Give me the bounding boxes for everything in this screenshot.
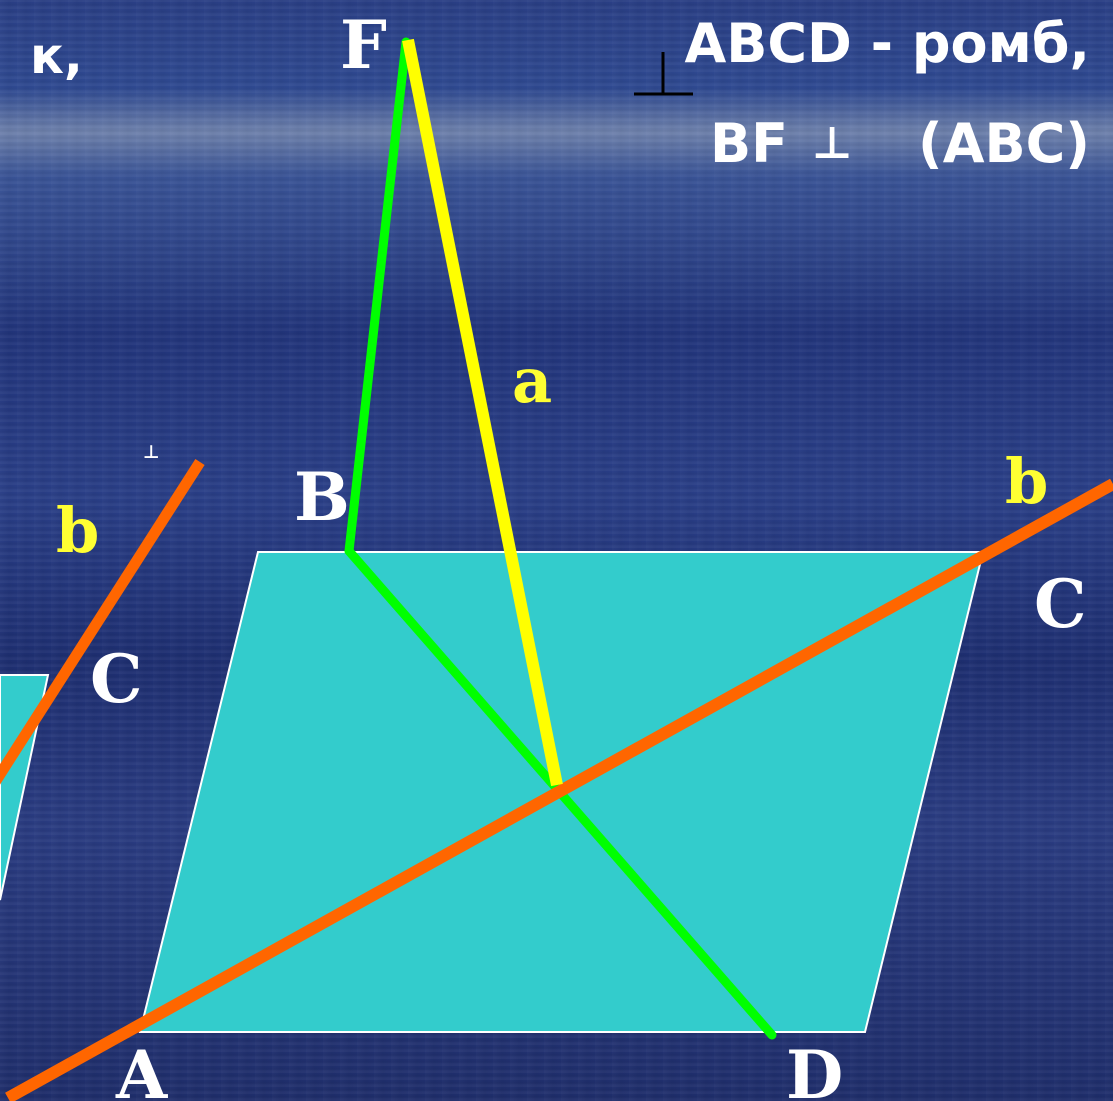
line-b — [5, 478, 1113, 1101]
label-f: F — [340, 6, 387, 84]
header-perp-symbol: ⊥ — [812, 118, 852, 169]
label-b-line-left: b — [56, 494, 99, 567]
left-fragment-text: к, — [30, 27, 83, 85]
left-plane-fragment — [0, 674, 50, 901]
line-a — [402, 38, 563, 787]
label-b-line-right: b — [1005, 445, 1048, 518]
label-c-right: C — [1034, 565, 1087, 643]
header-line-2-suffix: (ABC) — [918, 112, 1090, 175]
label-c-left: C — [90, 640, 143, 718]
left-line-b — [0, 459, 205, 785]
label-d: D — [786, 1036, 843, 1101]
label-a-point: A — [115, 1036, 168, 1101]
segment-fb — [344, 37, 411, 556]
header-line-1: ABCD - ромб, — [684, 12, 1090, 75]
label-a: a — [512, 344, 552, 417]
label-b-point: B — [294, 458, 350, 536]
small-perp-symbol: ⊥ — [143, 442, 159, 463]
header-line-2-prefix: BF — [710, 112, 788, 175]
